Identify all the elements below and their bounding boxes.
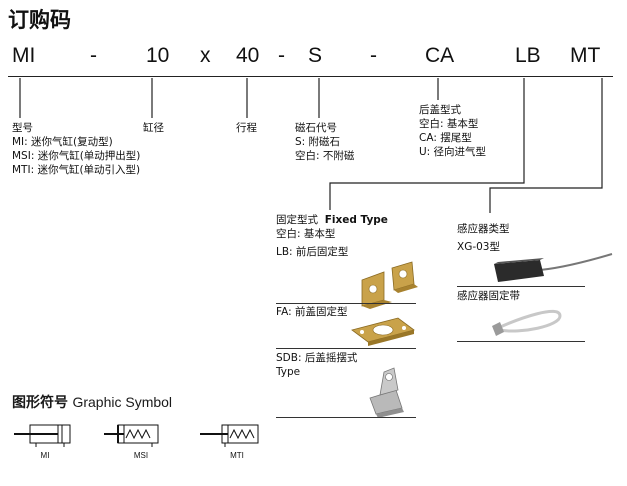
magnet-heading: 磁石代号 [295,122,337,134]
fixed-type-heading-en: Fixed Type [324,214,388,226]
fixed-type-heading-cn: 固定型式 [276,214,318,226]
fixed-type-sdb: SDB: 后盖摇摆式 Type [276,351,357,379]
symbol-msi [104,424,159,447]
rear-cover-heading: 后盖型式 [419,104,461,116]
sensor-heading: 感应器类型 [457,223,510,235]
fixed-type-basic: 空白: 基本型 [276,228,336,240]
stroke-heading: 行程 [236,122,257,134]
code-bore: 10 [146,44,170,67]
divider-sensor [457,286,585,287]
symbol-label-mi: MI [40,451,50,460]
graphic-symbol-heading-en: Graphic Symbol [72,394,173,410]
leader-fixed-type [329,78,525,210]
rear-cover-line-basic: 空白: 基本型 [419,118,479,130]
divider-sensor-end [457,341,585,342]
code-dash-1: - [90,44,97,67]
graphic-symbol-heading: 图形符号 Graphic Symbol [12,392,172,412]
model-block: 型号 MI: 迷你气缸(复动型) MSI: 迷你气缸(单动押出型) MTI: 迷… [12,121,140,177]
magnet-line-s: S: 附磁石 [295,136,341,148]
symbol-label-mti: MTI [230,451,244,460]
code-stroke: 40 [236,44,260,67]
magnet-line-none: 空白: 不附磁 [295,150,355,162]
code-magnet: S [308,44,323,67]
symbol-mi [14,424,71,447]
model-line-mi: MI: 迷你气缸(复动型) [12,136,113,148]
code-dash-2: - [278,44,285,67]
divider-fa [276,303,416,304]
bore-heading: 缸径 [143,122,164,134]
order-code-bar: MI - 10 x 40 - S - CA LB MT [8,44,613,74]
page-title: 订购码 [8,8,71,32]
code-x: x [200,44,211,67]
rear-cover-line-u: U: 径向进气型 [419,146,487,158]
code-underline [8,76,613,77]
rear-cover-block: 后盖型式 空白: 基本型 CA: 摆尾型 U: 径向进气型 [419,103,486,159]
code-model: MI [12,44,36,67]
graphic-symbol-heading-cn: 图形符号 [12,395,68,411]
model-line-msi: MSI: 迷你气缸(单动押出型) [12,150,141,162]
model-heading: 型号 [12,122,33,134]
code-dash-3: - [370,44,377,67]
fixed-type-heading: 固定型式 Fixed Type [276,213,388,227]
fixed-type-sdb-label: SDB: 后盖摇摆式 [276,352,358,364]
fixed-type-sdb-en: Type [276,366,301,378]
model-line-mti: MTI: 迷你气缸(单动引入型) [12,164,141,176]
fixed-type-lb: LB: 前后固定型 [276,246,349,258]
sensor-bracket-label: 感应器固定带 [457,290,520,302]
fixed-type-fa: FA: 前盖固定型 [276,306,348,318]
leader-sensor [489,78,603,213]
symbol-mti [200,424,259,447]
divider-sdb [276,348,416,349]
code-sensor: MT [570,44,601,67]
code-fixed-type: LB [515,44,541,67]
symbol-label-msi: MSI [133,451,149,460]
magnet-block: 磁石代号 S: 附磁石 空白: 不附磁 [295,121,354,163]
divider-fixed-end [276,417,416,418]
sensor-model: XG-03型 [457,241,500,253]
code-rear-cover: CA [425,44,455,67]
rear-cover-line-ca: CA: 摆尾型 [419,132,472,144]
